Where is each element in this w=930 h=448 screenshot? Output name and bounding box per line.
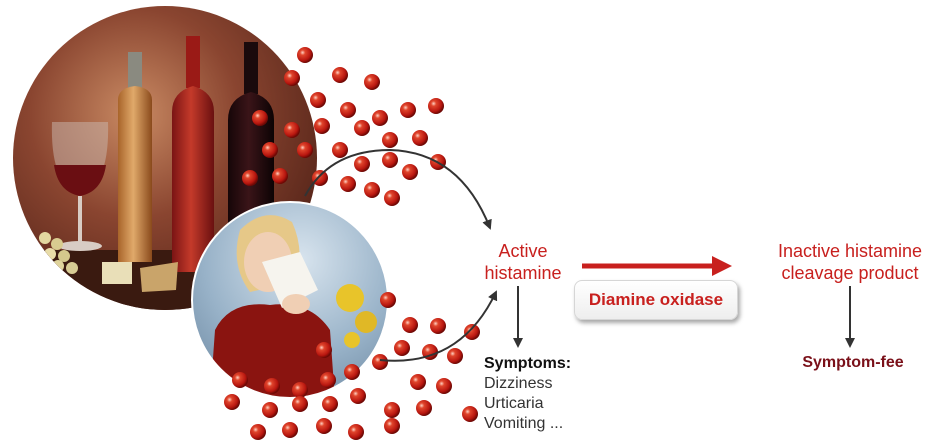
histamine-molecule <box>242 170 258 186</box>
histamine-molecule <box>284 122 300 138</box>
histamine-molecule <box>447 348 463 364</box>
histamine-molecule <box>310 92 326 108</box>
histamine-molecule <box>292 382 308 398</box>
histamine-molecule <box>354 120 370 136</box>
diamine-oxidase-box: Diamine oxidase <box>574 280 738 320</box>
histamine-molecule <box>354 156 370 172</box>
enzyme-label: Diamine oxidase <box>588 290 724 309</box>
histamine-molecule <box>364 182 380 198</box>
arrow-top-curve <box>304 148 492 230</box>
histamine-molecule <box>262 142 278 158</box>
sneezing-woman-photo <box>191 201 389 399</box>
histamine-molecule <box>462 406 478 422</box>
histamine-molecule <box>262 402 278 418</box>
histamine-molecule <box>384 402 400 418</box>
histamine-molecule <box>384 418 400 434</box>
histamine-molecule <box>332 67 348 83</box>
symptom-item: Dizziness <box>484 375 553 392</box>
symptoms-title: Symptoms: <box>484 355 572 372</box>
histamine-molecule <box>284 70 300 86</box>
arrow-red-head <box>712 256 732 276</box>
histamine-molecule <box>428 98 444 114</box>
histamine-molecule <box>282 422 298 438</box>
symptoms-list: Symptoms: Dizziness Urticaria Vomiting .… <box>484 354 571 434</box>
histamine-molecule <box>340 102 356 118</box>
histamine-molecule <box>412 130 428 146</box>
histamine-molecule <box>402 164 418 180</box>
symptom-item: Vomiting ... <box>484 415 564 432</box>
histamine-molecule <box>372 354 388 370</box>
active-label-line2: histamine <box>484 263 562 283</box>
symptom-item: Urticaria <box>484 395 544 412</box>
histamine-molecule <box>312 170 328 186</box>
histamine-molecule <box>340 176 356 192</box>
histamine-molecule <box>322 396 338 412</box>
histamine-molecule <box>297 142 313 158</box>
histamine-molecule <box>264 378 280 394</box>
histamine-molecule <box>382 132 398 148</box>
histamine-molecule <box>348 424 364 440</box>
histamine-molecule <box>402 317 418 333</box>
histamine-molecule <box>272 168 288 184</box>
histamine-molecule <box>382 152 398 168</box>
histamine-molecule <box>416 400 432 416</box>
rose-wine-bottle <box>172 36 214 272</box>
histamine-molecule <box>250 424 266 440</box>
histamine-molecule <box>400 102 416 118</box>
active-label-line1: Active <box>498 241 548 261</box>
histamine-molecule <box>394 340 410 356</box>
arrow-bottom-curve <box>379 290 498 362</box>
histamine-molecule <box>232 372 248 388</box>
histamine-molecule <box>364 74 380 90</box>
histamine-molecule <box>292 396 308 412</box>
active-histamine-label: Active histamine <box>478 240 568 284</box>
histamine-molecule <box>314 118 330 134</box>
histamine-molecules <box>224 47 480 440</box>
grapes-and-cheese <box>39 232 178 292</box>
histamine-molecule <box>410 374 426 390</box>
histamine-molecule <box>436 378 452 394</box>
histamine-molecule <box>372 110 388 126</box>
histamine-molecule <box>430 318 446 334</box>
histamine-molecule <box>332 142 348 158</box>
histamine-molecule <box>320 372 336 388</box>
histamine-molecule <box>464 324 480 340</box>
histamine-molecule <box>224 394 240 410</box>
white-wine-bottle <box>118 52 152 262</box>
histamine-molecule <box>252 110 268 126</box>
wine-glass <box>51 122 109 251</box>
histamine-molecule <box>316 418 332 434</box>
inactive-histamine-label: Inactive histamine cleavage product <box>770 240 930 284</box>
histamine-molecule <box>380 292 396 308</box>
inactive-label-line2: cleavage product <box>781 263 919 283</box>
histamine-molecule <box>316 342 332 358</box>
histamine-molecule <box>350 388 366 404</box>
histamine-molecule <box>384 190 400 206</box>
histamine-molecule <box>297 47 313 63</box>
inactive-label-line1: Inactive histamine <box>777 241 923 261</box>
symptom-free-label: Symptom-fee <box>802 354 904 371</box>
histamine-molecule <box>344 364 360 380</box>
